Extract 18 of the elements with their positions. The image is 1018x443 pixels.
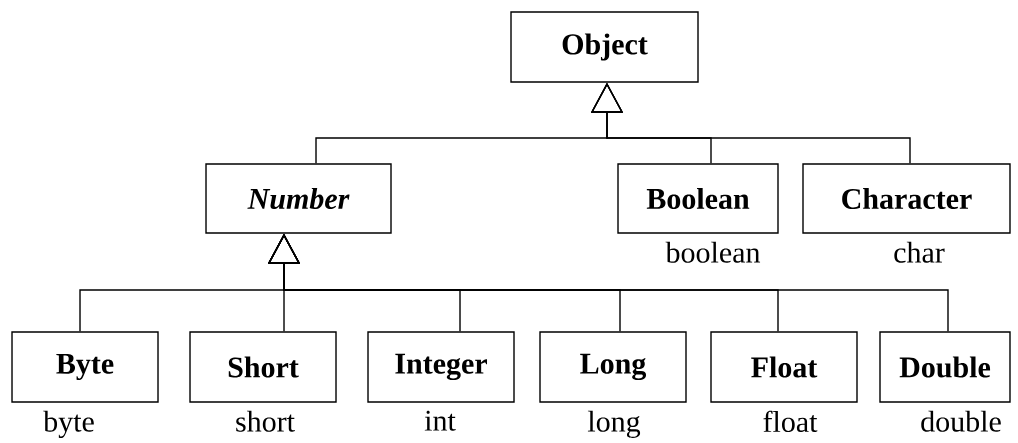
- class-box: Float: [710, 331, 858, 403]
- type-label: long: [587, 410, 641, 438]
- type-label: byte: [43, 410, 94, 438]
- type-label: double: [921, 410, 1001, 432]
- class-box: Byte: [11, 331, 159, 403]
- class-box: Object: [510, 11, 699, 83]
- type-label: char: [894, 241, 945, 263]
- class-box: Character: [802, 163, 1011, 234]
- class-box: Short: [189, 331, 337, 403]
- class-box: Integer: [367, 331, 515, 403]
- type-label: short: [236, 410, 295, 432]
- class-box: Long: [539, 331, 687, 403]
- class-box: Boolean: [617, 163, 779, 234]
- type-label: boolean: [665, 241, 761, 263]
- class-box: Number: [205, 163, 392, 234]
- type-label: float: [763, 410, 818, 433]
- type-label: int: [424, 410, 456, 431]
- class-box: Double: [879, 331, 1011, 403]
